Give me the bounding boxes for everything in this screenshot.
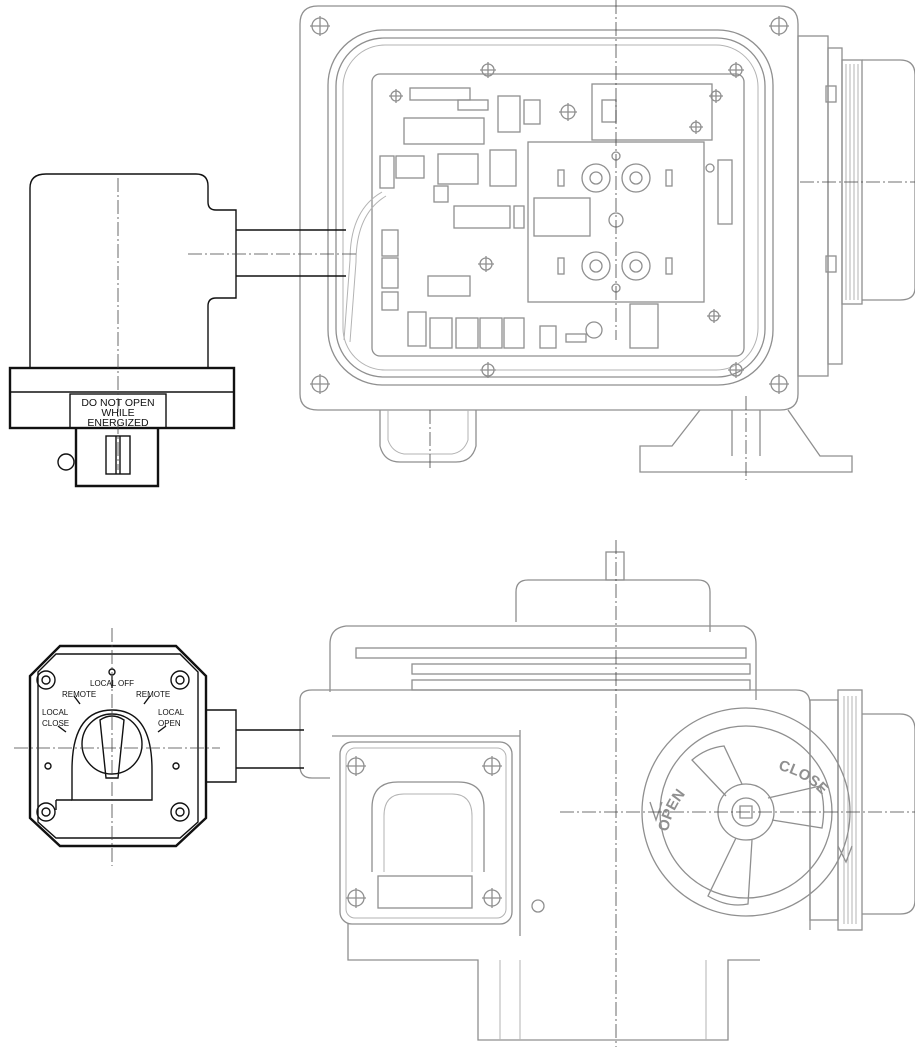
top-view-terminal-box: DO NOT OPEN WHILE ENERGIZED: [8, 173, 358, 488]
front-view-centerlines: [14, 540, 915, 1047]
label-off: OFF: [118, 679, 134, 688]
label-local-open-2: OPEN: [158, 719, 181, 728]
label-local-top: LOCAL: [90, 679, 117, 688]
front-motor-cooling-fins: [809, 689, 915, 931]
label-local-close-1: LOCAL: [42, 708, 69, 717]
circuit-board: [379, 83, 733, 349]
top-view-enclosure: [299, 0, 915, 480]
handwheel-close-label: CLOSE: [777, 757, 831, 798]
label-remote-left: REMOTE: [62, 690, 96, 699]
selector-bolt-icons: [36, 670, 190, 822]
label-remote-right: REMOTE: [136, 690, 170, 699]
selector-switch-box: LOCAL CLOSE REMOTE LOCAL OFF REMOTE LOCA…: [28, 644, 304, 848]
motor-cooling-fins: [797, 35, 915, 377]
warning-label-line2: WHILE: [101, 407, 134, 419]
label-local-close-2: CLOSE: [42, 719, 69, 728]
adjustment-dial-icons: [557, 151, 673, 293]
front-view-actuator-body: [299, 551, 915, 1041]
corner-bolt-icons: [310, 16, 789, 394]
label-local-open-1: LOCAL: [158, 708, 185, 717]
